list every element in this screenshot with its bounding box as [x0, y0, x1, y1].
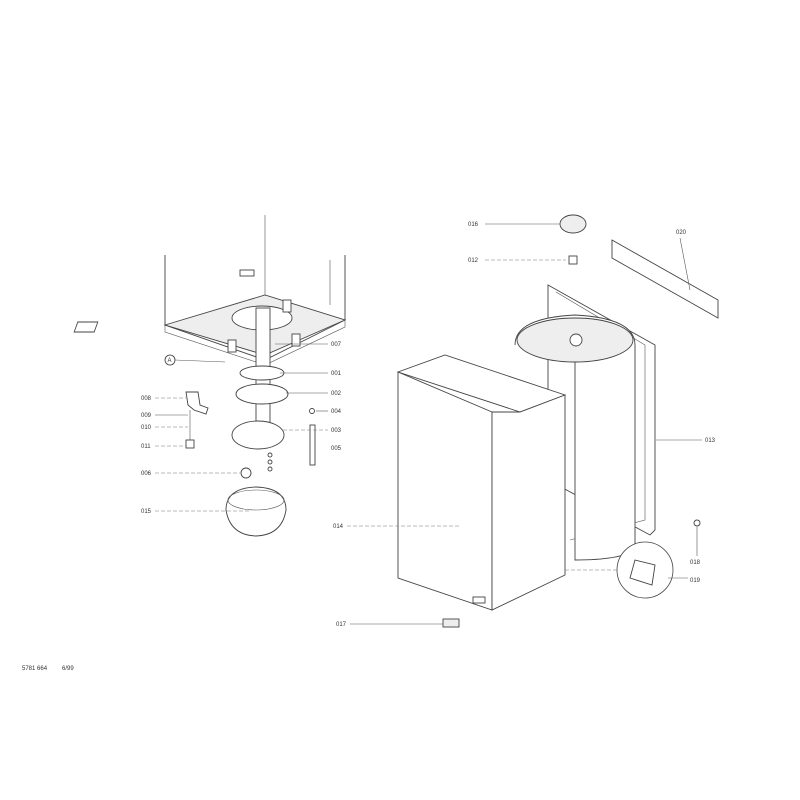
label-019: 019	[690, 578, 701, 584]
label-001: 001	[331, 371, 342, 377]
label-018: 018	[690, 560, 701, 566]
doc-date: 6/99	[62, 666, 74, 672]
part-labels: 016 012 020 007 001 002 004 003 005 008 …	[141, 222, 716, 628]
label-010: 010	[141, 425, 152, 431]
mounting-plate	[235, 383, 289, 405]
label-016: 016	[468, 222, 479, 228]
label-002: 002	[331, 391, 342, 397]
doc-number: 5781 664	[22, 666, 48, 672]
callout-a: A	[164, 354, 226, 366]
screw	[693, 519, 701, 527]
leader-lines	[155, 223, 702, 625]
tank-cap	[559, 214, 587, 234]
igniter-parts	[240, 452, 273, 479]
footer: 5781 664 6/99	[22, 666, 74, 672]
label-007: 007	[331, 342, 342, 348]
label-015: 015	[141, 509, 152, 515]
casing-foot	[442, 618, 460, 628]
plug	[568, 255, 578, 265]
wall-bracket	[611, 239, 719, 319]
label-012: 012	[468, 258, 479, 264]
label-011: 011	[141, 444, 151, 450]
label-020: 020	[676, 230, 687, 236]
svg-text:A: A	[168, 358, 172, 364]
label-014: 014	[333, 524, 344, 530]
label-005: 005	[331, 446, 342, 452]
storage-tank	[514, 314, 636, 561]
boiler-base-housing	[73, 215, 347, 366]
label-003: 003	[331, 428, 342, 434]
label-009: 009	[141, 413, 152, 419]
front-casing	[396, 354, 567, 611]
label-004: 004	[331, 409, 342, 415]
seal-ring	[239, 365, 285, 381]
label-017: 017	[336, 622, 347, 628]
label-006: 006	[141, 471, 152, 477]
detail-circle	[565, 541, 674, 599]
rod	[309, 408, 316, 466]
label-013: 013	[705, 438, 716, 444]
label-008: 008	[141, 396, 152, 402]
burner-cover	[225, 486, 287, 537]
valve-assembly	[185, 391, 209, 449]
burner-plate	[231, 420, 285, 450]
